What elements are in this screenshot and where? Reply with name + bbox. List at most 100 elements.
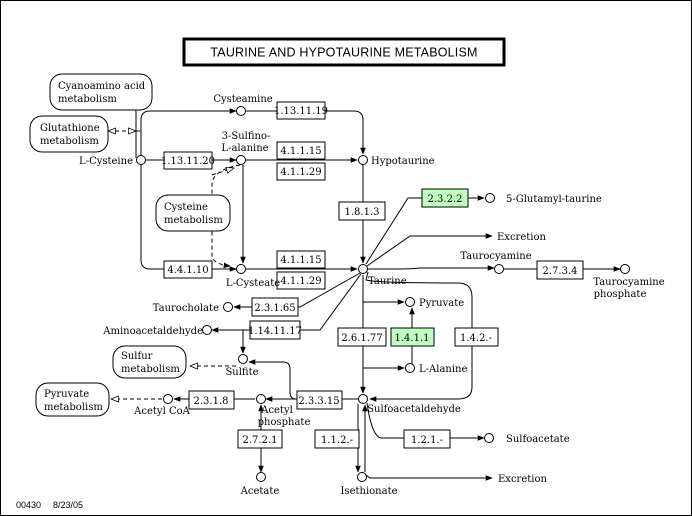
svg-text:L-Cysteate: L-Cysteate <box>226 278 280 289</box>
compound-l-alanine[interactable]: L-Alanine <box>405 363 468 376</box>
enzyme-2-6-1-77[interactable]: 2.6.1.77 <box>337 327 387 347</box>
svg-text:metabolism: metabolism <box>44 402 103 413</box>
enzyme-4-1-1-29-b[interactable]: 4.1.1.29 <box>276 271 326 290</box>
enzyme-4-1-1-29-a[interactable]: 4.1.1.29 <box>276 162 326 181</box>
compound-l-cysteate[interactable]: L-Cysteate <box>226 264 280 290</box>
svg-text:metabolism: metabolism <box>121 364 180 375</box>
svg-text:Isethionate: Isethionate <box>340 486 397 497</box>
enzyme-1-8-1-3[interactable]: 1.8.1.3 <box>338 201 386 221</box>
compound-isethionate[interactable]: Isethionate <box>340 472 398 498</box>
svg-text:Taurocholate: Taurocholate <box>153 303 219 314</box>
svg-text:L-alanine: L-alanine <box>221 143 268 154</box>
map-glutathione[interactable]: Glutathione metabolism <box>29 115 109 153</box>
compound-excretion-1[interactable]: Excretion <box>497 232 546 243</box>
enzyme-1-4-2-x[interactable]: 1.4.2.- <box>454 327 499 347</box>
svg-text:2.6.1.77: 2.6.1.77 <box>341 333 382 344</box>
svg-text:2.7.2.1: 2.7.2.1 <box>243 435 278 446</box>
compound-acetyl-coa[interactable]: Acetyl CoA <box>133 394 191 418</box>
svg-text:Pyruvate: Pyruvate <box>419 298 464 309</box>
pathway-title: TAURINE AND HYPOTAURINE METABOLISM <box>210 46 477 60</box>
svg-text:Hypotaurine: Hypotaurine <box>371 156 435 167</box>
compound-aminoacetaldehyde[interactable]: Aminoacetaldehyde <box>102 325 212 338</box>
svg-text:metabolism: metabolism <box>58 94 117 105</box>
svg-text:Cysteine: Cysteine <box>164 202 208 213</box>
compound-sulfoacetate[interactable]: Sulfoacetate <box>484 433 570 446</box>
svg-text:Taurine: Taurine <box>368 276 407 287</box>
enzyme-2-7-2-1[interactable]: 2.7.2.1 <box>237 429 283 449</box>
svg-text:Acetyl: Acetyl <box>260 405 293 416</box>
compound-acetate[interactable]: Acetate <box>240 472 280 498</box>
svg-text:Sulfoacetate: Sulfoacetate <box>506 434 570 445</box>
svg-text:2.7.3.4: 2.7.3.4 <box>543 266 578 277</box>
compound-sulfite[interactable]: Sulfite <box>225 354 259 379</box>
svg-text:phosphate: phosphate <box>258 417 311 428</box>
compound-hypotaurine[interactable]: Hypotaurine <box>358 155 435 168</box>
svg-text:4.1.1.29: 4.1.1.29 <box>280 276 321 287</box>
svg-text:2.3.1.65: 2.3.1.65 <box>254 303 295 314</box>
compound-acetyl-phosphate[interactable]: Acetyl phosphate <box>256 394 311 429</box>
enzyme-2-3-1-65[interactable]: 2.3.1.65 <box>251 297 299 317</box>
svg-text:4.4.1.10: 4.4.1.10 <box>167 265 208 276</box>
svg-text:1.13.11.19: 1.13.11.19 <box>274 106 328 117</box>
svg-text:Glutathione: Glutathione <box>40 123 100 134</box>
map-id: 00430 <box>16 500 41 510</box>
map-pyruvate[interactable]: Pyruvate metabolism <box>35 382 110 417</box>
map-date: 8/23/05 <box>53 500 83 510</box>
svg-text:Sulfur: Sulfur <box>121 351 153 362</box>
compound-l-cysteine[interactable]: L-Cysteine <box>79 155 146 168</box>
compound-3-sulfino-l-alanine[interactable]: 3-Sulfino- L-alanine <box>221 131 270 165</box>
enzyme-4-1-1-15-b[interactable]: 4.1.1.15 <box>276 250 326 269</box>
enzyme-4-4-1-10[interactable]: 4.4.1.10 <box>163 260 213 279</box>
svg-text:Excretion: Excretion <box>498 474 547 485</box>
svg-text:Acetyl CoA: Acetyl CoA <box>133 406 190 417</box>
enzyme-1-14-11-17[interactable]: 1.14.11.17 <box>248 320 302 340</box>
compound-taurocyamine[interactable]: Taurocyamine <box>460 251 532 274</box>
svg-text:metabolism: metabolism <box>164 215 223 226</box>
svg-text:1.2.1.-: 1.2.1.- <box>411 435 443 446</box>
enzyme-1-1-2-x[interactable]: 1.1.2.- <box>314 429 360 449</box>
svg-text:Aminoacetaldehyde: Aminoacetaldehyde <box>102 326 203 337</box>
svg-text:L-Cysteine: L-Cysteine <box>79 156 133 167</box>
map-sulfur[interactable]: Sulfur metabolism <box>112 345 187 379</box>
title-box: TAURINE AND HYPOTAURINE METABOLISM <box>182 37 506 67</box>
enzyme-1-4-1-1[interactable]: 1.4.1.1 <box>390 327 435 347</box>
svg-text:Taurocyamine: Taurocyamine <box>460 251 531 262</box>
svg-text:4.1.1.15: 4.1.1.15 <box>280 255 321 266</box>
enzyme-1-2-1-x[interactable]: 1.2.1.- <box>403 429 451 449</box>
compound-cysteamine[interactable]: Cysteamine <box>213 94 273 116</box>
svg-text:Cysteamine: Cysteamine <box>213 94 272 105</box>
svg-text:Pyruvate: Pyruvate <box>44 389 89 400</box>
svg-text:metabolism: metabolism <box>40 136 99 147</box>
compound-5-glutamyl-taurine[interactable]: 5-Glutamyl-taurine <box>485 193 602 206</box>
svg-text:L-Alanine: L-Alanine <box>419 364 467 375</box>
enzyme-2-7-3-4[interactable]: 2.7.3.4 <box>536 260 584 280</box>
map-cyanoamino[interactable]: Cyanoamino acid metabolism <box>49 73 153 111</box>
svg-text:phosphate: phosphate <box>594 289 647 300</box>
compound-taurocyamine-phosphate[interactable]: Taurocyamine phosphate <box>593 264 665 301</box>
svg-text:1.13.11.20: 1.13.11.20 <box>161 156 215 167</box>
compound-sulfoacetaldehyde[interactable]: Sulfoacetaldehyde <box>358 394 461 416</box>
svg-text:4.1.1.29: 4.1.1.29 <box>280 167 321 178</box>
compound-taurocholate[interactable]: Taurocholate <box>153 302 233 315</box>
svg-text:5-Glutamyl-taurine: 5-Glutamyl-taurine <box>506 194 602 205</box>
svg-text:1.4.2.-: 1.4.2.- <box>460 333 492 344</box>
enzyme-1-13-11-20[interactable]: 1.13.11.20 <box>161 151 215 170</box>
enzyme-1-13-11-19[interactable]: 1.13.11.19 <box>274 101 328 120</box>
enzyme-2-3-3-15[interactable]: 2.3.3.15 <box>296 390 343 410</box>
enzyme-2-3-2-2[interactable]: 2.3.2.2 <box>421 188 469 208</box>
compound-pyruvate[interactable]: Pyruvate <box>405 297 465 310</box>
enzyme-4-1-1-15-a[interactable]: 4.1.1.15 <box>276 141 326 160</box>
svg-text:Sulfite: Sulfite <box>225 367 258 378</box>
compound-excretion-2[interactable]: Excretion <box>498 474 547 485</box>
svg-text:1.4.1.1: 1.4.1.1 <box>395 333 430 344</box>
svg-text:2.3.2.2: 2.3.2.2 <box>428 194 463 205</box>
enzyme-2-3-1-8[interactable]: 2.3.1.8 <box>188 390 235 410</box>
map-cysteine[interactable]: Cysteine metabolism <box>155 194 231 232</box>
svg-text:Excretion: Excretion <box>497 232 546 243</box>
svg-text:Sulfoacetaldehyde: Sulfoacetaldehyde <box>367 404 461 415</box>
svg-text:4.1.1.15: 4.1.1.15 <box>280 146 321 157</box>
compound-taurine[interactable]: Taurine <box>358 264 407 288</box>
svg-text:3-Sulfino-: 3-Sulfino- <box>222 131 271 142</box>
